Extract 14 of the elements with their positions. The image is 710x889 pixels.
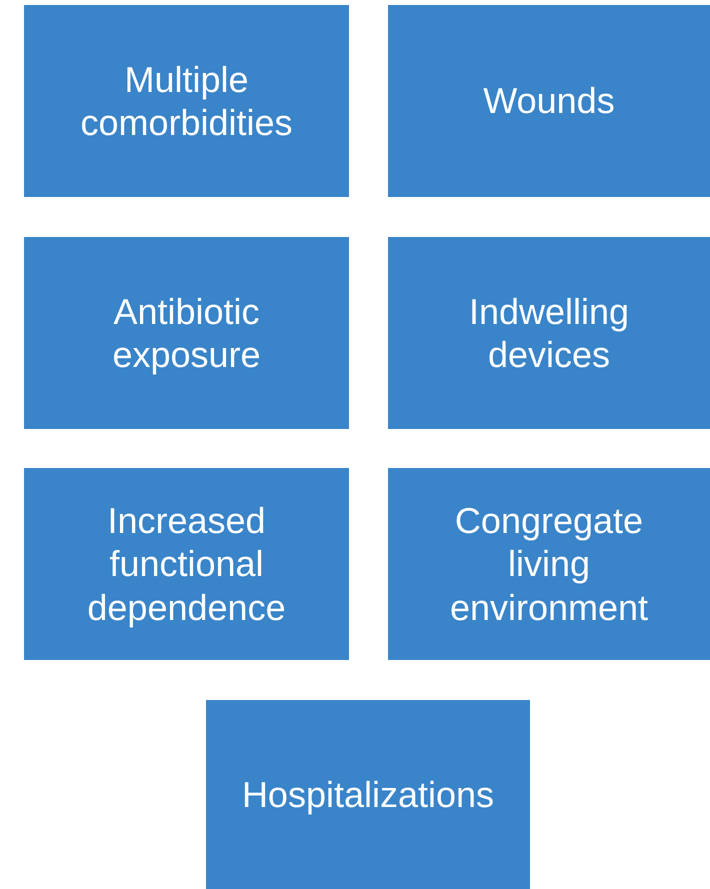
box-label: Multiple comorbidities	[79, 58, 294, 144]
factor-box	[388, 237, 710, 429]
box-label: Hospitalizations	[242, 772, 494, 816]
factor-box	[206, 700, 530, 889]
factor-box	[388, 5, 710, 197]
box-label: Increased functional dependence	[86, 499, 287, 629]
box-label: Wounds	[483, 79, 615, 123]
factor-box	[24, 237, 349, 429]
box-label: Indwelling devices	[468, 290, 630, 376]
factor-box	[24, 468, 349, 660]
factor-box	[24, 5, 349, 197]
box-label: Antibiotic exposure	[111, 290, 262, 376]
box-label: Congregate living environment	[448, 499, 650, 629]
factor-box	[388, 468, 710, 660]
